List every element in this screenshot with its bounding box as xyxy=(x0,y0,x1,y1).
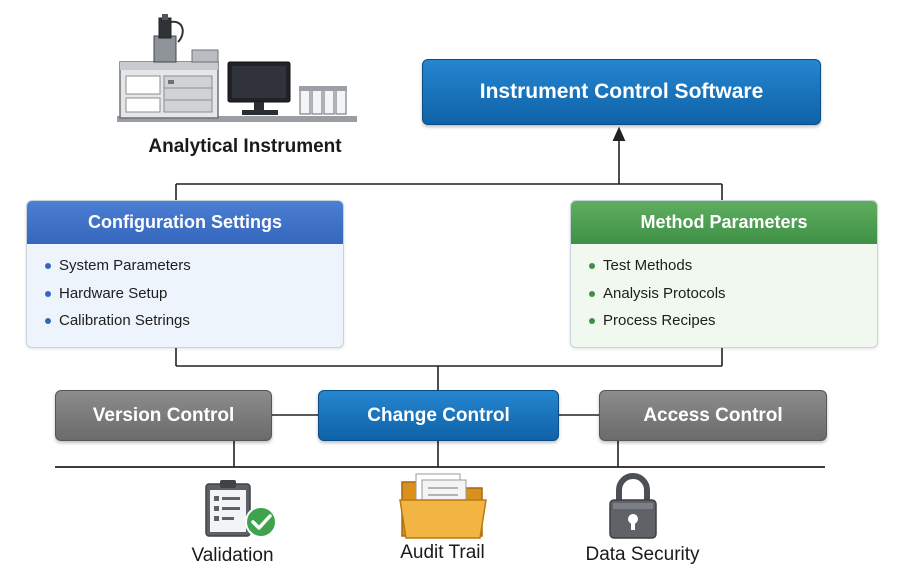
list-item: Analysis Protocols xyxy=(589,284,877,312)
access-control-label: Access Control xyxy=(643,404,783,426)
instrument-label: Analytical Instrument xyxy=(148,136,342,157)
list-item: Process Recipes xyxy=(589,311,877,339)
list-item: System Parameters xyxy=(45,256,343,284)
change-control-label: Change Control xyxy=(367,404,510,426)
configuration-settings-list: System Parameters Hardware Setup Calibra… xyxy=(27,244,343,339)
method-parameters-header: Method Parameters xyxy=(571,201,877,244)
audit-trail-label: Audit Trail xyxy=(400,542,485,563)
version-control-label: Version Control xyxy=(92,404,235,426)
padlock-icon xyxy=(609,473,657,539)
bullet-icon xyxy=(589,290,595,297)
change-control-box: Change Control xyxy=(318,390,559,441)
folder-icon xyxy=(399,473,487,539)
bullet-icon xyxy=(45,263,51,269)
list-item: Hardware Setup xyxy=(45,284,343,312)
bullet-icon xyxy=(589,318,595,324)
method-parameters-list: Test Methods Analysis Protocols Process … xyxy=(571,244,877,339)
configuration-settings-panel: Configuration Settings System Parameters… xyxy=(26,200,344,348)
control-software-title: Instrument Control Software xyxy=(479,80,764,103)
access-control-box: Access Control xyxy=(599,390,827,441)
version-control-box: Version Control xyxy=(55,390,272,441)
configuration-settings-header: Configuration Settings xyxy=(27,201,343,244)
bullet-icon xyxy=(45,318,51,324)
list-item: Calibration Setrings xyxy=(45,311,343,339)
checklist-icon xyxy=(205,480,277,538)
method-parameters-panel: Method Parameters Test Methods Analysis … xyxy=(570,200,878,348)
data-security-label: Data Security xyxy=(585,544,700,565)
list-item: Test Methods xyxy=(589,256,877,284)
bullet-icon xyxy=(45,290,51,297)
validation-label: Validation xyxy=(191,545,274,566)
bullet-icon xyxy=(589,263,595,269)
control-software-box: Instrument Control Software xyxy=(422,59,821,125)
lab-instrument-icon xyxy=(117,14,357,122)
